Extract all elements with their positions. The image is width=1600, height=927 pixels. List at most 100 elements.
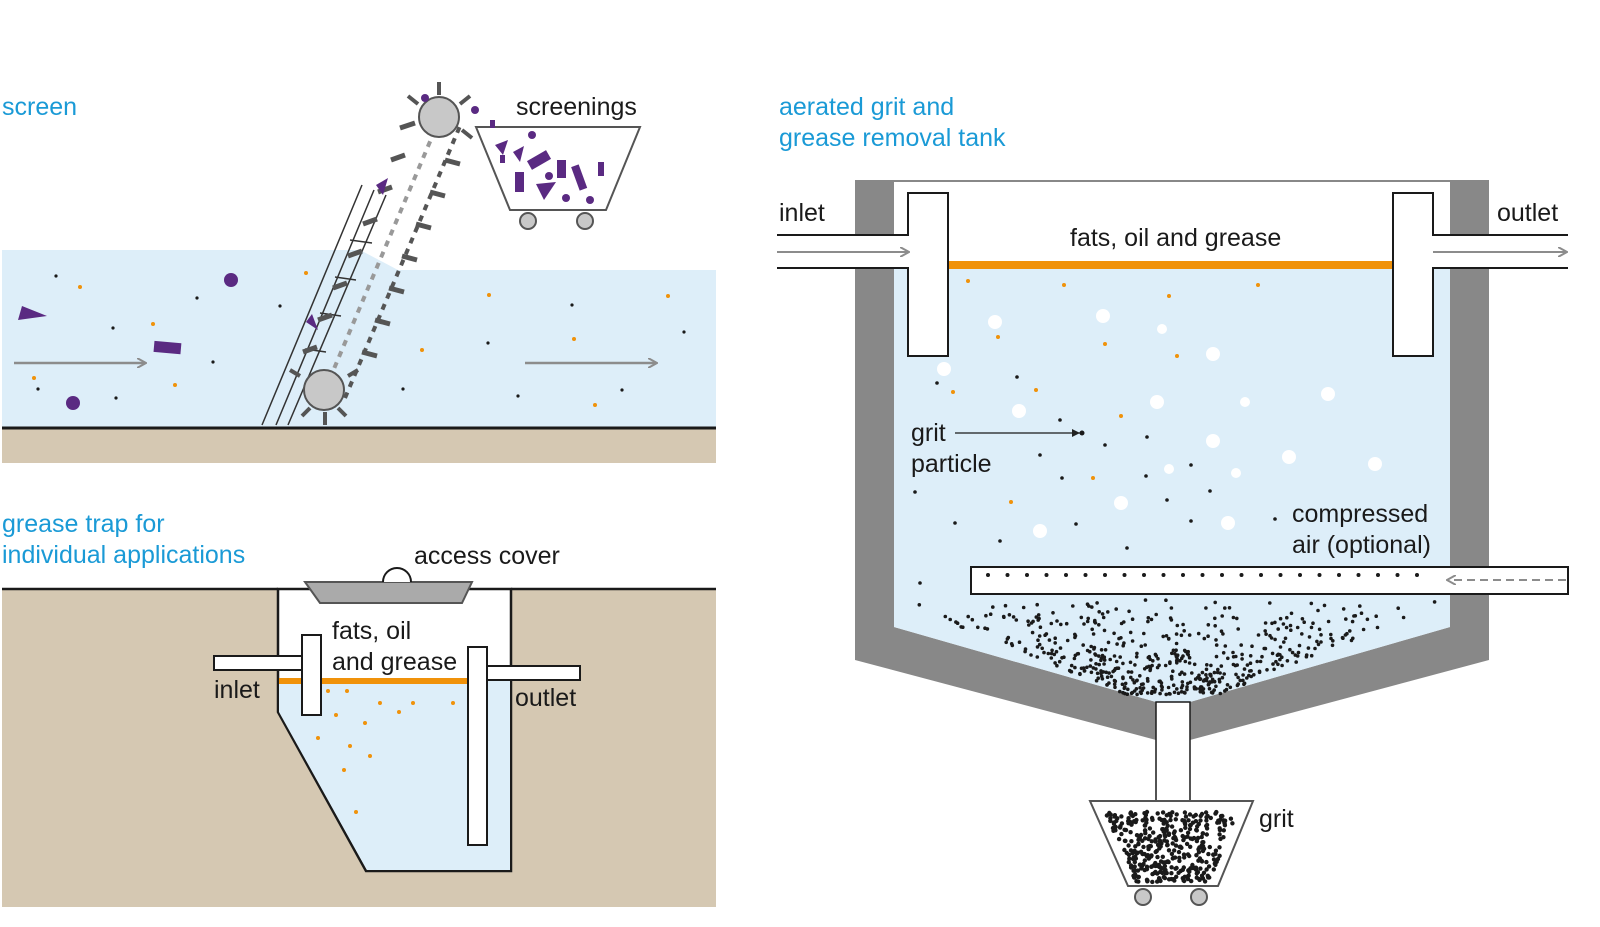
- grit-dot: [1116, 666, 1121, 670]
- grit-dot: [1236, 627, 1240, 631]
- grit-dot: [1112, 668, 1117, 673]
- grit-dot: [1161, 860, 1166, 865]
- trap-water: [279, 681, 510, 870]
- grit-dot: [1280, 663, 1284, 668]
- grit-dot: [1204, 667, 1209, 672]
- grit-dot: [1230, 821, 1235, 826]
- grit-dot: [1167, 636, 1171, 641]
- grit-dot: [1185, 830, 1191, 835]
- grit-dot: [1180, 670, 1184, 675]
- grit-dot: [966, 614, 970, 619]
- grit-dot: [1221, 818, 1226, 823]
- grit-dot: [1215, 856, 1221, 862]
- grit-dot: [1106, 610, 1110, 614]
- grit-dot: [1183, 825, 1188, 830]
- grit-dot: [1315, 639, 1319, 644]
- bottom-gear: [288, 368, 360, 425]
- grit-dot: [1126, 670, 1131, 674]
- grit-dot: [1168, 817, 1173, 823]
- grit-dot: [1029, 653, 1033, 657]
- grit-dot: [1014, 618, 1019, 622]
- grit-dot: [1097, 662, 1101, 667]
- grit-dot: [1265, 668, 1269, 672]
- grit-dot: [1106, 640, 1111, 645]
- grit-dot: [1234, 672, 1238, 677]
- grit-dot: [1154, 612, 1158, 617]
- grit-dot: [1094, 678, 1099, 683]
- compressed-air-label-line2: air (optional): [1292, 531, 1431, 559]
- grit-dot: [1341, 636, 1345, 640]
- grit-dot: [1211, 690, 1215, 694]
- grit-dot: [1129, 839, 1134, 844]
- grit-dot: [1248, 661, 1253, 665]
- grit-dot: [1270, 621, 1274, 626]
- grit-dot: [1157, 838, 1163, 843]
- grit-dot: [1097, 623, 1101, 627]
- grit-dot: [1193, 812, 1199, 818]
- grit-label: grit: [1259, 805, 1294, 833]
- grit-dot: [1200, 688, 1205, 693]
- grit-dot: [1181, 654, 1185, 658]
- grit-dot: [1112, 682, 1117, 686]
- grit-dot: [1199, 859, 1205, 864]
- grit-dot: [1180, 680, 1185, 684]
- grit-dot: [1219, 629, 1224, 633]
- grit-dot: [1142, 573, 1146, 577]
- grit-dot: [1082, 669, 1087, 673]
- grit-dot: [1142, 828, 1148, 833]
- grit-dot: [1206, 623, 1211, 627]
- air-diffuser-pipe: [970, 566, 1569, 595]
- grit-dot: [1239, 643, 1243, 647]
- grit-dot: [1164, 813, 1170, 818]
- grit-dot: [1142, 811, 1147, 816]
- screenings-cart: [421, 94, 642, 230]
- grit-dot: [1158, 691, 1162, 696]
- grit-dot: [1122, 847, 1127, 853]
- grit-dot: [1353, 614, 1358, 618]
- grit-dot: [1095, 671, 1100, 676]
- grit-dot: [970, 617, 975, 622]
- grit-dot: [1204, 673, 1208, 677]
- grit-dot: [1249, 669, 1253, 673]
- grit-particle: [1079, 430, 1085, 436]
- grit-dot: [1214, 654, 1219, 659]
- grit-dot: [1001, 614, 1006, 619]
- grit-particle-label-line1: grit: [911, 419, 946, 447]
- grit-dot: [1296, 650, 1301, 655]
- grit-dot: [1051, 611, 1055, 615]
- grit-dot: [1220, 813, 1225, 819]
- grit-dot: [1196, 850, 1202, 855]
- grit-dot: [1055, 663, 1059, 668]
- grit-dot: [1128, 660, 1133, 665]
- grit-dot: [1021, 605, 1026, 610]
- grit-dot: [985, 627, 990, 631]
- grit-dot: [1186, 873, 1191, 878]
- grit-dot: [1207, 686, 1212, 691]
- grit-dot: [1168, 813, 1173, 819]
- grit-dot: [1190, 671, 1194, 675]
- grit-dot: [1300, 632, 1304, 636]
- grit-dot: [1302, 620, 1306, 624]
- grit-dot: [1089, 658, 1093, 662]
- grit-dot: [1134, 687, 1139, 691]
- grit-dot: [1105, 675, 1110, 679]
- grit-dot: [1082, 622, 1086, 626]
- grit-dot: [1262, 646, 1266, 651]
- grit-dot: [1204, 859, 1209, 865]
- grit-dot: [1217, 832, 1222, 837]
- grit-dot: [1300, 617, 1305, 621]
- tank-inlet-label: inlet: [779, 199, 825, 227]
- grit-dot: [1185, 687, 1189, 692]
- grit-dot: [1169, 606, 1174, 610]
- grit-dot: [1376, 573, 1380, 577]
- grit-dot: [1047, 638, 1052, 642]
- grit-dot: [1126, 859, 1132, 865]
- grit-dot: [1271, 662, 1275, 666]
- grit-dot: [1073, 632, 1077, 637]
- trap-outlet-label: outlet: [515, 684, 576, 712]
- grit-dot: [1119, 814, 1124, 819]
- grit-dot: [1053, 661, 1057, 665]
- grit-dot: [1128, 630, 1133, 635]
- air-bubbles: [937, 309, 1382, 538]
- grit-dot: [1212, 679, 1217, 684]
